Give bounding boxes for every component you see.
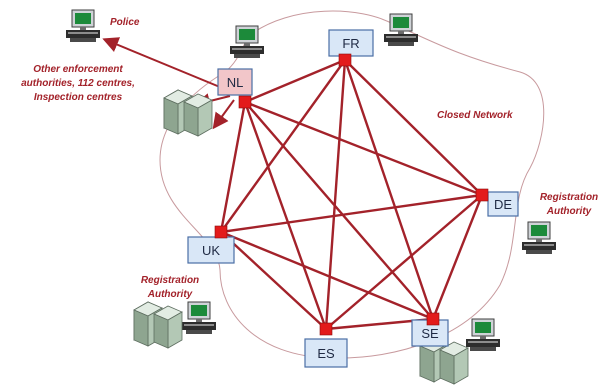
- registration-authority-left-line-2: Authority: [147, 289, 193, 300]
- registration-authority-left-line-1: Registration: [141, 275, 199, 286]
- node-uk: UK: [187, 236, 235, 264]
- connector-de: [475, 188, 489, 202]
- node-de: DE: [487, 191, 519, 217]
- network-links: [219, 58, 484, 331]
- node-nl-label: NL: [227, 75, 244, 90]
- enforcement-label-line-1: Other enforcement: [33, 64, 123, 75]
- closed-network-label: Closed Network: [437, 110, 513, 121]
- arrow-nl-down: [212, 99, 235, 130]
- link-fr-nl: [243, 58, 347, 104]
- link-de-se: [431, 193, 484, 321]
- link-nl-de: [243, 100, 484, 197]
- connector-es: [319, 322, 333, 336]
- registration-authority-right-line-1: Registration: [540, 192, 598, 203]
- server-cluster-icon-nl: [163, 89, 213, 137]
- link-fr-de: [343, 58, 484, 197]
- connector-se: [426, 312, 440, 326]
- node-de-label: DE: [494, 197, 512, 212]
- registration-authority-right-line-2: Authority: [546, 206, 592, 217]
- computer-terminal-icon-police: [65, 9, 101, 43]
- connector-uk: [214, 225, 228, 239]
- node-se: SE: [411, 319, 449, 347]
- connector-nl: [238, 95, 252, 109]
- node-es: ES: [304, 338, 348, 368]
- arrow-nl-police: [102, 37, 233, 93]
- link-de-es: [324, 193, 484, 331]
- enforcement-label-line-3: Inspection centres: [34, 92, 123, 103]
- computer-terminal-icon-fr: [383, 13, 419, 47]
- link-uk-es: [219, 230, 328, 331]
- link-fr-es: [324, 58, 347, 331]
- node-fr-label: FR: [342, 36, 359, 51]
- link-fr-se: [343, 58, 435, 321]
- link-nl-es: [243, 100, 328, 331]
- server-cluster-icon-uk: [133, 301, 183, 349]
- enforcement-label-line-2: authorities, 112 centres,: [21, 78, 135, 89]
- node-es-label: ES: [317, 346, 335, 361]
- node-se-label: SE: [421, 326, 439, 341]
- link-nl-uk: [219, 100, 247, 234]
- connector-fr: [338, 53, 352, 67]
- computer-terminal-icon-se: [465, 318, 501, 352]
- link-nl-se: [243, 100, 435, 321]
- node-fr: FR: [328, 29, 374, 57]
- police-label: Police: [110, 17, 140, 28]
- node-uk-label: UK: [202, 243, 220, 258]
- computer-terminal-icon-de: [521, 221, 557, 255]
- link-uk-de: [219, 193, 484, 234]
- computer-terminal-icon-nl: [229, 25, 265, 59]
- node-nl: NL: [217, 68, 253, 96]
- computer-terminal-icon-uk: [181, 301, 217, 335]
- connector-points: [214, 53, 489, 336]
- link-uk-se: [219, 230, 435, 321]
